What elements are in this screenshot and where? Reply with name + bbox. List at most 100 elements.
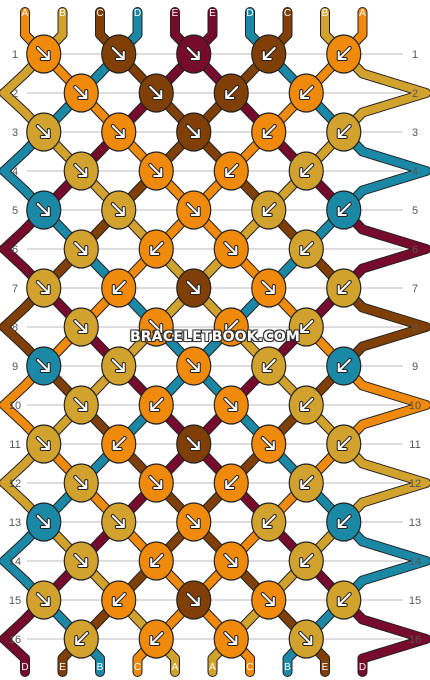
knot-arrow-icon [112,593,126,606]
knot [213,73,249,113]
knot [326,268,362,308]
knot [101,424,137,464]
knot [326,580,362,620]
strand-segment [358,381,430,409]
knot [138,385,174,425]
strand-segment [0,635,29,663]
knot-arrow-icon [115,207,125,216]
knot-arrow-icon [225,480,235,489]
knot-arrow-icon [190,51,200,60]
strand-letter-top: E [172,8,179,19]
knot-arrow-icon [190,285,200,294]
knot-arrow-icon [112,597,122,606]
strand-segment [358,323,430,351]
strand-letter-top: A [22,8,29,19]
row-number-left: 13 [9,517,21,529]
row-number-right: 9 [412,361,418,373]
knot-arrow-icon [111,47,125,60]
row-number-left: 3 [12,127,18,139]
knot [288,229,324,269]
knot [288,151,324,191]
knot-arrow-icon [150,242,164,255]
knot [288,541,324,581]
knot-arrow-icon [337,359,351,372]
row-number-right: 8 [412,322,418,334]
knot-arrow-icon [190,441,200,450]
knot [251,346,287,386]
row-number-left: 9 [12,361,18,373]
knot-arrow-icon [40,519,50,528]
knot [176,190,212,230]
knot-arrow-icon [300,164,314,177]
strand-segment [358,303,430,331]
knot [176,424,212,464]
strand-segment [358,89,430,117]
knot-arrow-icon [40,441,50,450]
knot [138,463,174,503]
strand-letter-top: D [246,8,253,19]
knot-arrow-icon [153,480,163,489]
knot-arrow-icon [300,476,314,489]
knot [326,190,362,230]
knot-arrow-icon [111,359,125,372]
knot [101,346,137,386]
knot-arrow-icon [300,320,314,333]
knot-arrow-icon [149,86,163,99]
strand-segment [0,479,29,507]
strand-segment [0,537,29,565]
knot-arrow-icon [262,515,276,528]
knot-arrow-icon [337,593,351,606]
knot [213,619,249,659]
strand-segment [358,147,430,175]
strand-segment [358,459,430,487]
knot-arrow-icon [74,476,88,489]
strand-letter-bottom: C [134,662,141,673]
knot [326,502,362,542]
knot-arrow-icon [115,51,125,60]
knot [26,346,62,386]
knot-arrow-icon [186,281,200,294]
knot [176,502,212,542]
knot-arrow-icon [112,441,122,450]
knot-arrow-icon [337,437,351,450]
strand-segment [358,537,430,565]
knot [213,385,249,425]
knot-arrow-icon [228,246,238,255]
row-number-left: 10 [9,400,21,412]
knot-arrow-icon [78,90,88,99]
row-number-left: 15 [9,595,21,607]
knot [26,112,62,152]
knot-arrow-icon [74,86,88,99]
knot [326,34,362,74]
strand-segment [0,381,29,409]
row-number-right: 14 [409,556,421,568]
knot-arrow-icon [262,363,272,372]
knot [251,502,287,542]
knot-arrow-icon [300,324,310,333]
knot [101,190,137,230]
strand-segment [0,69,29,97]
knot-arrow-icon [115,519,125,528]
strand-segment [358,245,430,273]
watermark: BRACELETBOOK.COM [129,329,301,345]
knot [101,580,137,620]
row-number-left: 1 [12,49,18,61]
row-number-left: 12 [9,478,21,490]
row-number-right: 16 [409,634,421,646]
knot-arrow-icon [112,285,122,294]
row-number-right: 15 [409,595,421,607]
knot [138,619,174,659]
row-number-left: 14 [9,556,21,568]
knot-arrow-icon [228,636,238,645]
knot-arrow-icon [78,558,88,567]
row-number-right: 12 [409,478,421,490]
knot-arrow-icon [186,125,200,138]
knot-arrow-icon [78,402,88,411]
knot-arrow-icon [78,480,88,489]
knot-arrow-icon [115,363,125,372]
knot [138,541,174,581]
knot-arrow-icon [225,86,239,99]
strand-letter-bottom: A [209,662,216,673]
knot-arrow-icon [186,593,200,606]
knot [26,502,62,542]
